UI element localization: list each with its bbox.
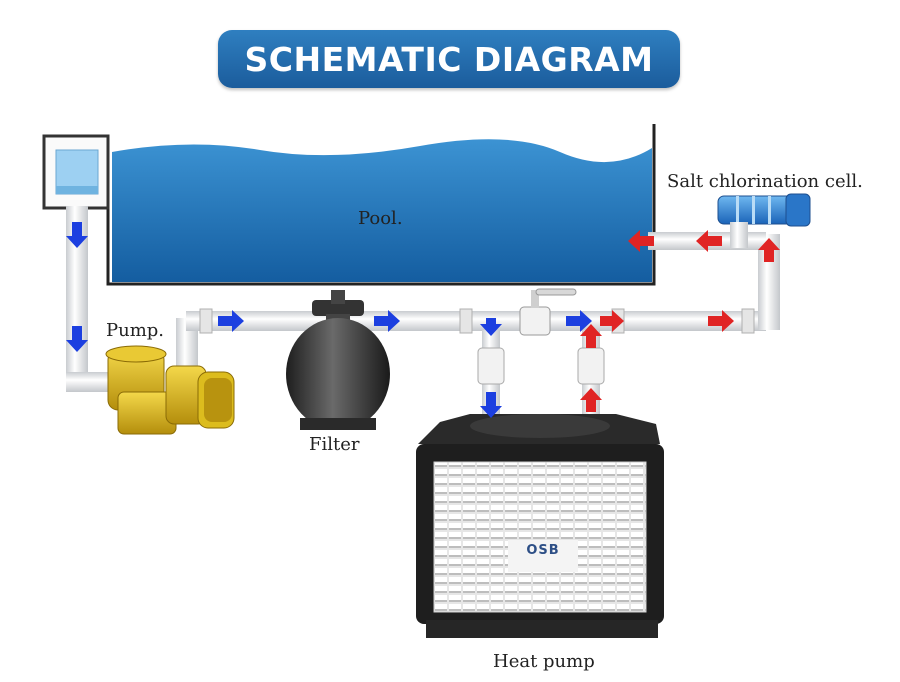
flow-arrows-hot <box>580 230 780 412</box>
heat-pump-label: Heat pump <box>493 651 595 672</box>
arrow-right <box>708 310 734 332</box>
salt-cell-label: Salt chlorination cell. <box>667 171 863 192</box>
arrow-up <box>580 324 602 348</box>
heat-pump-brand-logo: OSB <box>526 543 560 558</box>
arrow-right <box>600 310 624 332</box>
arrow-down <box>480 392 502 418</box>
salt-chlorination-cell <box>717 193 811 248</box>
arrow-right <box>374 310 400 332</box>
pump-label: Pump. <box>106 320 165 341</box>
title-banner: SCHEMATIC DIAGRAM <box>218 30 680 88</box>
pump <box>105 345 235 435</box>
arrow-left <box>696 230 722 252</box>
arrow-down <box>480 318 502 336</box>
pool <box>106 124 656 286</box>
filter-label: Filter <box>309 434 360 455</box>
heat-pump-unit <box>416 414 664 638</box>
flow-arrows-cold <box>66 222 592 418</box>
arrow-right <box>218 310 244 332</box>
skimmer <box>42 134 110 210</box>
filter-tank <box>286 290 390 430</box>
arrow-up <box>580 388 602 412</box>
arrow-right <box>566 310 592 332</box>
diagram-title: SCHEMATIC DIAGRAM <box>244 39 654 79</box>
arrow-down <box>66 222 88 248</box>
arrow-left <box>628 230 654 252</box>
arrow-up <box>758 238 780 262</box>
pool-label: Pool. <box>358 208 403 229</box>
arrow-down <box>66 326 88 352</box>
